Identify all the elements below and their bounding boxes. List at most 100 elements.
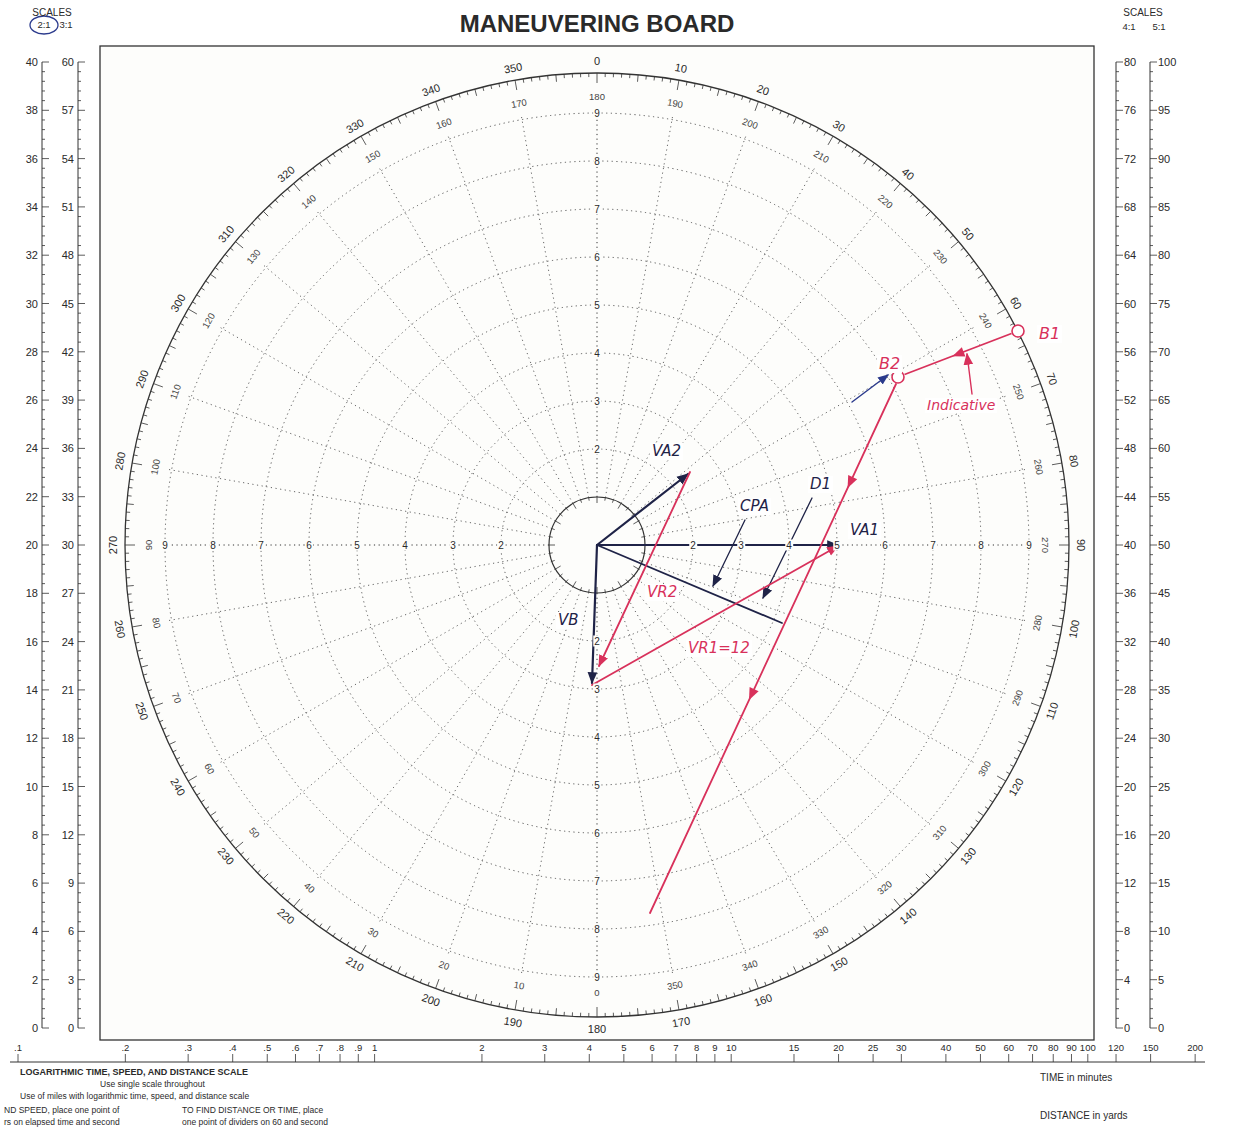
scale-tick [42, 81, 45, 82]
position-marker: B1 [1011, 324, 1025, 338]
scale-tick [1150, 342, 1153, 343]
scale-tick [1116, 583, 1119, 584]
scale-heading: SCALES [1123, 7, 1162, 18]
degree-tick [838, 946, 840, 949]
bearing-number: 10 [674, 61, 688, 75]
degree-tick [621, 74, 622, 78]
degree-tick [926, 211, 931, 216]
scale-tick [1150, 573, 1153, 574]
scale-tick [1150, 728, 1153, 729]
scale-tick [1116, 139, 1119, 140]
log-scale-number: 150 [1143, 1043, 1159, 1053]
bearing-line [379, 167, 573, 503]
degree-tick [539, 1010, 540, 1014]
degree-tick [618, 581, 621, 586]
scale-number: 55 [1158, 491, 1170, 503]
scale-instruction: LOGARITHMIC TIME, SPEED, AND DISTANCE SC… [20, 1068, 248, 1078]
degree-tick [749, 99, 750, 103]
degree-tick [125, 528, 129, 529]
scale-number: 30 [62, 539, 74, 551]
reciprocal-bearing-number: 270 [1040, 537, 1050, 553]
degree-tick [197, 295, 200, 297]
scale-heading: 2:1 [37, 20, 50, 30]
degree-tick [269, 205, 272, 208]
degree-tick [347, 942, 349, 945]
scale-tick [1150, 148, 1153, 149]
scale-number: 70 [1158, 346, 1170, 358]
scale-tick [1150, 119, 1153, 120]
log-scale-tick [18, 1054, 19, 1062]
degree-tick [375, 128, 377, 132]
degree-tick [997, 309, 1006, 314]
scale-tick [1150, 235, 1153, 236]
scale-tick [78, 854, 81, 855]
scale-tick [1150, 467, 1153, 468]
scale-number: 0 [32, 1022, 38, 1034]
scale-number: 36 [1124, 587, 1136, 599]
degree-tick [859, 154, 861, 157]
scale-tick [42, 284, 45, 285]
degree-tick [1045, 682, 1049, 683]
scale-tick [1116, 641, 1123, 642]
scale-tick [1116, 62, 1123, 63]
degree-tick [1060, 479, 1064, 481]
scale-tick [1150, 332, 1153, 333]
scale-tick [78, 844, 81, 845]
log-scale-number: 25 [868, 1043, 879, 1053]
scale-tick [78, 573, 81, 574]
degree-tick [210, 812, 216, 816]
degree-tick [998, 302, 1001, 304]
reciprocal-bearing-number: 80 [150, 617, 162, 629]
degree-tick [645, 1010, 646, 1014]
degree-tick [169, 346, 175, 349]
degree-tick [904, 189, 907, 192]
degree-tick [581, 587, 582, 590]
degree-tick [934, 870, 937, 873]
scale-tick [1116, 235, 1119, 236]
degree-tick [560, 574, 562, 576]
degree-tick [637, 1008, 639, 1015]
bearing-number: 240 [168, 776, 188, 798]
scale-tick [78, 477, 81, 478]
scale-tick [1150, 834, 1157, 835]
degree-tick [235, 242, 243, 248]
scale-tick [78, 767, 81, 768]
reciprocal-bearing-number: 250 [1010, 383, 1025, 401]
scale-tick [1116, 602, 1119, 603]
degree-tick [127, 585, 134, 587]
degree-tick [550, 552, 553, 554]
degree-tick [269, 882, 272, 885]
scale-tick [1150, 216, 1153, 217]
scale-tick [1150, 62, 1157, 63]
log-scale-number: 80 [1048, 1043, 1059, 1053]
degree-tick [201, 800, 204, 802]
degree-tick [626, 508, 628, 510]
degree-tick [1031, 384, 1040, 387]
bearing-line [621, 587, 815, 923]
edge-arrowhead [952, 347, 965, 356]
scale-tick [42, 400, 49, 401]
bearing-line [605, 592, 672, 974]
degree-tick [126, 512, 130, 513]
bearing-number: 300 [168, 292, 188, 314]
scale-tick [1150, 602, 1153, 603]
reciprocal-bearing-number: 150 [364, 149, 383, 166]
degree-tick [368, 132, 370, 135]
scale-tick [1150, 477, 1153, 478]
scale-tick [42, 371, 45, 372]
degree-tick [637, 75, 639, 82]
scale-tick [1116, 776, 1119, 777]
degree-tick [605, 73, 606, 77]
scale-tick [1116, 612, 1119, 613]
degree-tick [405, 114, 407, 118]
bearing-number: 230 [216, 845, 237, 867]
degree-tick [1062, 593, 1066, 594]
scale-number: 10 [26, 780, 38, 792]
scale-tick [78, 177, 81, 178]
scale-number: 8 [1124, 925, 1130, 937]
scale-tick [1150, 979, 1157, 980]
scale-tick [78, 342, 81, 343]
log-scale-number: .6 [292, 1043, 300, 1053]
scale-tick [42, 825, 45, 826]
scale-number: 39 [62, 394, 74, 406]
